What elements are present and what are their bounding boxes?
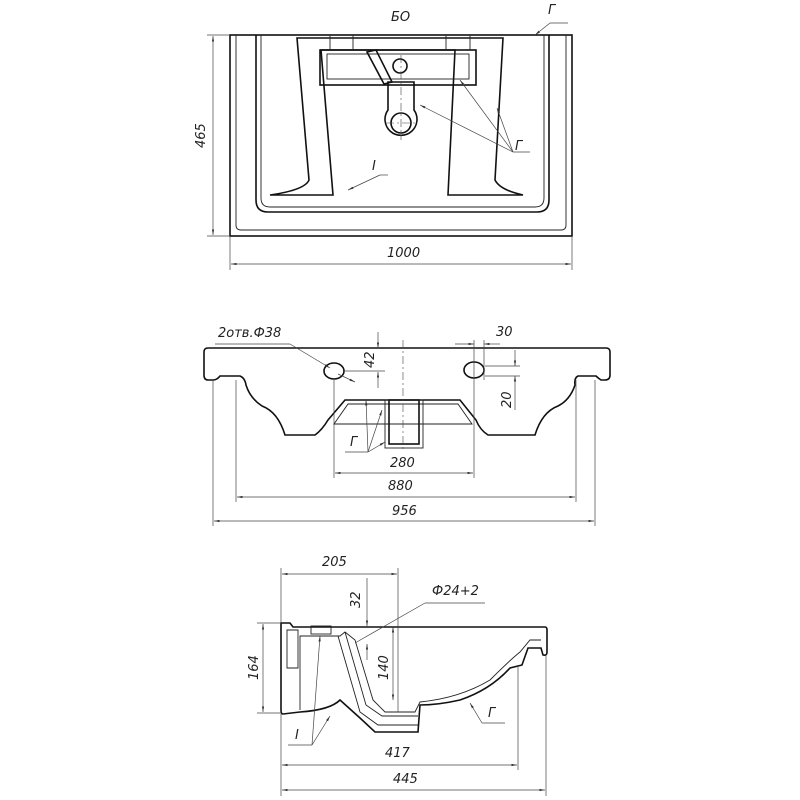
bowl-inner [260,35,545,208]
side-outline [280,622,548,733]
dim-20: 20 [500,391,515,408]
bowl-inner-line [299,631,541,713]
dim-445: 445 [393,772,418,787]
dim-280: 280 [390,456,415,471]
drain-channel [384,81,418,137]
dim-956: 956 [392,504,417,519]
dim-30: 30 [496,325,513,340]
dim-417: 417 [385,746,411,761]
holes-note: 2отв.Ф38 [218,326,281,341]
top-view: БО Г Г I 465 1000 [194,3,573,270]
front-outline [203,347,611,436]
label-g-right: Г [515,139,524,154]
side-rim-detail [286,629,299,669]
dim-164: 164 [247,655,262,680]
dim-42: 42 [363,351,378,368]
hole-note: Ф24+2 [432,584,479,599]
bowl-front-line [333,403,473,425]
label-g: Г [350,435,359,450]
side-view: 205 32 Ф24+2 140 164 Г I 417 445 [247,555,548,796]
dim-1000: 1000 [387,246,420,261]
dim-32: 32 [349,591,364,608]
bowl-body [269,37,524,196]
label-g-top: Г [548,3,557,18]
dim-465: 465 [194,123,209,148]
overflow-shelf [319,49,477,86]
dim-140: 140 [377,655,392,680]
drain-front [388,399,420,445]
hole-left-icon [323,362,345,380]
tap-hole-icon [392,58,408,74]
overflow-shelf-inner [326,53,470,80]
dim-205: 205 [322,555,347,570]
basin-outline [229,34,573,237]
bowl-outer [255,35,550,213]
label-i: I [372,159,376,174]
front-view: 2отв.Ф38 42 30 20 Г 280 880 956 [203,325,611,526]
rim-line [235,35,567,231]
dim-880: 880 [388,479,413,494]
view-mark-label: БО [391,10,410,25]
label-g: Г [488,706,497,721]
label-i: I [295,728,299,743]
